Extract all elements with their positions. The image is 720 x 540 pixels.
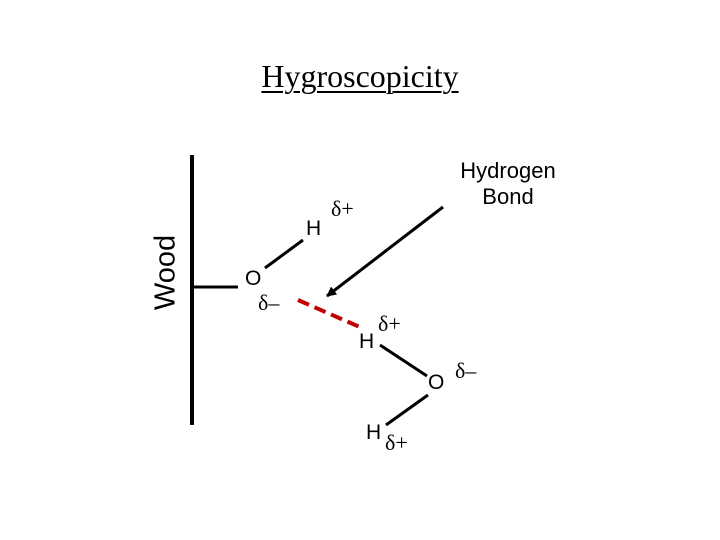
slide-title: Hygroscopicity: [261, 58, 459, 94]
oxygen-hydrogen-bond-upper: [264, 238, 304, 270]
hydrogen-bond-dash: [297, 298, 363, 330]
oxygen-atom-wood: O: [245, 267, 262, 290]
oxygen-atom-water-charge: δ–: [455, 358, 477, 383]
hydrogen-bond-arrow: [326, 205, 444, 298]
wood-label: Wood: [149, 234, 182, 311]
hydrogen-bond-label-line-2: Bond: [482, 184, 534, 209]
hydrogen-bond-label: Hydrogen Bond: [438, 158, 578, 210]
hydrogen-atom-water-lower: H: [366, 421, 382, 444]
hydrogen-atom-wood: H: [306, 217, 322, 240]
oxygen-atom-water: O: [428, 371, 445, 394]
hydrogen-atom-water-upper-charge: δ+: [378, 311, 401, 336]
hydrogen-atom-wood-charge: δ+: [331, 196, 354, 221]
hydrogen-atom-water-upper: H: [359, 330, 375, 353]
hydrogen-bond-label-line-1: Hydrogen: [460, 158, 556, 183]
hydrogen-atom-water-lower-charge: δ+: [385, 430, 408, 455]
oxygen-atom-wood-charge: δ–: [258, 290, 280, 315]
water-bond-upper: [379, 343, 428, 378]
water-bond-lower: [385, 393, 429, 427]
